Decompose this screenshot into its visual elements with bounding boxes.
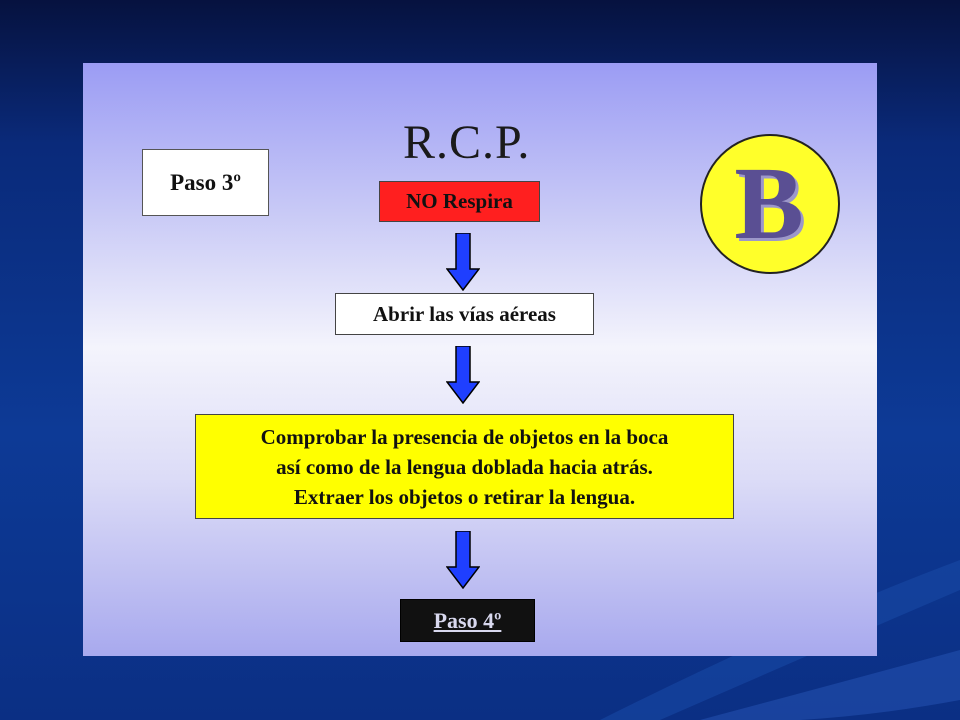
badge-letter-shadow: B bbox=[737, 149, 806, 264]
arrow-down-icon bbox=[446, 346, 480, 404]
check-mouth-line-3: Extraer los objetos o retirar la lengua. bbox=[293, 485, 636, 509]
slide-panel: R.C.P. Paso 3º NO Respira Abrir las vías… bbox=[83, 63, 877, 656]
step-b-badge: B B bbox=[700, 134, 840, 274]
next-step-box: Paso 4º bbox=[400, 599, 535, 642]
arrow-down-icon bbox=[446, 233, 480, 291]
check-mouth-box: Comprobar la presencia de objetos en la … bbox=[195, 414, 734, 519]
condition-box: NO Respira bbox=[379, 181, 540, 222]
check-mouth-line-2: así como de la lengua doblada hacia atrá… bbox=[276, 455, 653, 479]
arrow-down-icon bbox=[446, 531, 480, 589]
next-step-link[interactable]: Paso 4º bbox=[433, 608, 502, 633]
step-label-box: Paso 3º bbox=[142, 149, 269, 216]
open-airway-box: Abrir las vías aéreas bbox=[335, 293, 594, 335]
slide-title: R.C.P. bbox=[403, 116, 531, 169]
check-mouth-line-1: Comprobar la presencia de objetos en la … bbox=[260, 425, 669, 449]
badge-letter: B bbox=[734, 146, 803, 261]
